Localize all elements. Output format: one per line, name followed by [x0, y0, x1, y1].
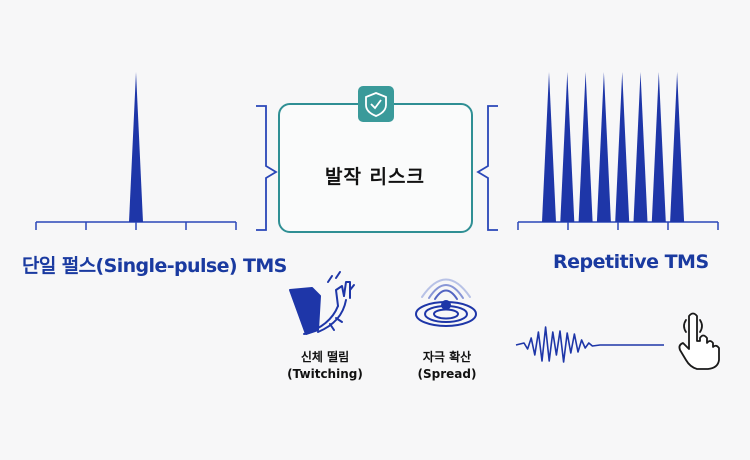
- repetitive-pulse-spike: [633, 72, 648, 222]
- repetitive-pulses: [542, 72, 685, 222]
- single-pulse-spike: [129, 72, 143, 222]
- repetitive-pulse-spike: [670, 72, 685, 222]
- repetitive-pulse-spike: [596, 72, 611, 222]
- waveform-icon: [515, 326, 664, 363]
- twitching-caption-line2: (Twitching): [287, 367, 363, 381]
- risk-box-title: 발작 리스크: [324, 166, 425, 188]
- arm-twitch-icon: [289, 271, 355, 335]
- repetitive-pulse-spike: [560, 72, 575, 222]
- hand-press-icon: [678, 312, 720, 370]
- twitching-caption-line1: 신체 떨림: [300, 350, 350, 364]
- repetitive-axis: [517, 221, 719, 230]
- single-pulse-label: 단일 펄스(Single-pulse) TMS: [22, 255, 287, 277]
- single-pulse-axis: [35, 221, 237, 230]
- repetitive-pulse-spike: [615, 72, 630, 222]
- spread-caption-line2: (Spread): [417, 367, 477, 381]
- spread-caption: 자극 확산 (Spread): [392, 349, 502, 383]
- shield-check-icon: [358, 86, 394, 122]
- ripple-spread-icon: [415, 278, 477, 327]
- left-brace: [256, 105, 278, 231]
- twitching-caption: 신체 떨림 (Twitching): [270, 349, 380, 383]
- repetitive-pulse-spike: [651, 72, 666, 222]
- repetitive-pulse-spike: [578, 72, 593, 222]
- repetitive-pulse-spike: [542, 72, 556, 222]
- spread-caption-line1: 자극 확산: [422, 350, 472, 364]
- repetitive-label: Repetitive TMS: [553, 251, 709, 273]
- right-brace: [476, 105, 498, 231]
